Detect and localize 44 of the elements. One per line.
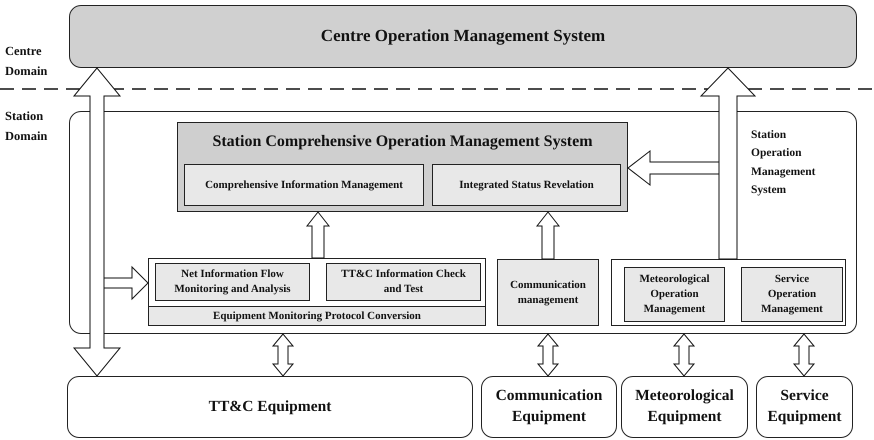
box-label: Communication management xyxy=(509,278,587,308)
module-box xyxy=(326,263,481,301)
box-label: Service Equipment xyxy=(766,386,843,427)
module-box xyxy=(624,267,725,322)
block-arrow xyxy=(306,211,330,258)
equipment-box xyxy=(621,376,748,438)
box-label: Station Comprehensive Operation Management System xyxy=(211,132,594,152)
double-block-arrow xyxy=(672,333,696,377)
system-box xyxy=(177,122,628,212)
box-label: Communication Equipment xyxy=(494,386,604,427)
module-box xyxy=(741,267,843,322)
block-arrow xyxy=(700,67,756,260)
block-arrow xyxy=(104,266,149,300)
domain-label: Centre Domain xyxy=(5,43,48,80)
box-label: Meteorological Equipment xyxy=(634,386,735,427)
box-label: Centre Operation Management System xyxy=(320,25,606,48)
equipment-box xyxy=(756,376,853,438)
module-box xyxy=(184,164,424,206)
box-label: Comprehensive Information Management xyxy=(204,178,404,192)
panel-title: Station Operation Management System xyxy=(751,128,817,198)
double-block-arrow xyxy=(536,333,560,377)
group-box xyxy=(148,258,486,326)
module-box xyxy=(155,263,310,301)
double-block-arrow xyxy=(792,333,816,377)
box-label: TT&C Equipment xyxy=(208,396,332,417)
equipment-box xyxy=(481,376,617,438)
module-box xyxy=(432,164,621,206)
double-block-arrow xyxy=(72,67,122,377)
block-arrow xyxy=(536,211,560,260)
double-block-arrow xyxy=(272,333,294,377)
equipment-box xyxy=(67,376,473,438)
system-box xyxy=(69,5,857,68)
domain-panel xyxy=(69,111,857,334)
box-label: Integrated Status Revelation xyxy=(458,178,595,192)
module-box xyxy=(497,259,599,326)
box-label: Meteorological Operation Management xyxy=(638,272,711,317)
box-label: TT&C Information Check and Test xyxy=(340,267,467,297)
block-arrow xyxy=(627,150,720,186)
box-label: Service Operation Management xyxy=(760,272,824,317)
module-box xyxy=(148,306,486,326)
box-label: Net Information Flow Monitoring and Analysis xyxy=(173,267,292,297)
group-box xyxy=(611,259,846,326)
domain-label: Station Domain xyxy=(5,108,48,145)
box-label: Equipment Monitoring Protocol Conversion xyxy=(212,308,422,324)
